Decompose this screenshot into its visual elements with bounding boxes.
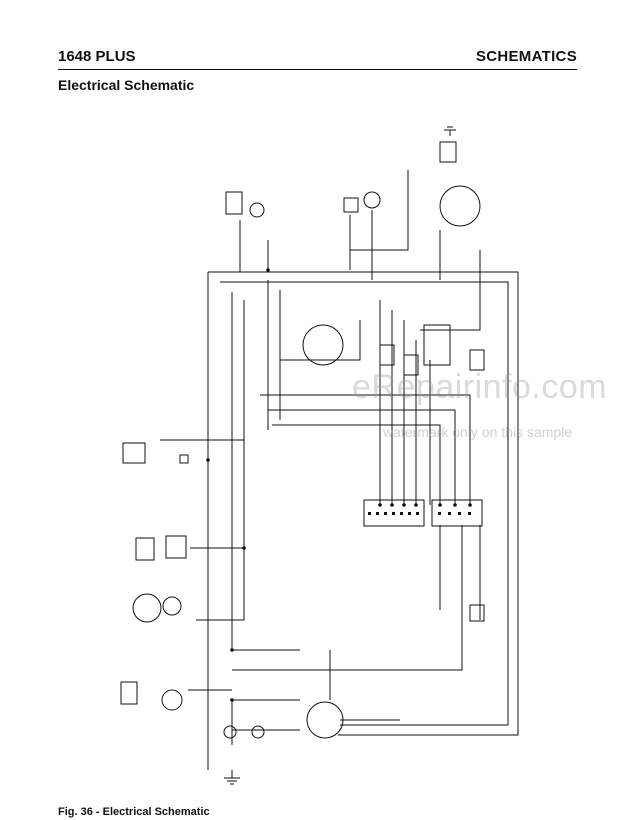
wire-inner-loop: [220, 281, 509, 726]
wire-relay-feed: [420, 250, 481, 331]
ignition-switch: [122, 442, 146, 464]
wire-left-branch: [231, 292, 300, 651]
battery: [439, 141, 457, 163]
ignition-fuse: [179, 454, 189, 464]
relay-mid: [403, 354, 419, 376]
warning-switch: [120, 681, 138, 705]
watermark-brand: eRepairinfo.com: [352, 368, 608, 406]
pto-switch: [165, 535, 187, 559]
lamp-left: [223, 725, 237, 739]
neutral-switch: [469, 604, 485, 622]
warning-lamp: [161, 689, 183, 711]
starter-motor: [439, 185, 481, 227]
light-connector: [249, 202, 265, 218]
fuel-gauge: [132, 593, 162, 623]
wire-relay-bus-2: [268, 409, 456, 505]
figure-caption: Fig. 36 - Electrical Schematic: [58, 806, 210, 818]
wire-outer-right: [208, 271, 519, 736]
fuse-block-top: [225, 191, 243, 215]
battery-ground-symbol: [444, 126, 456, 136]
watermark-note: watermark only on this sample: [383, 424, 573, 440]
relay-right: [469, 349, 485, 371]
page-subtitle: Electrical Schematic: [58, 77, 195, 93]
manual-model-header: 1648 PLUS: [58, 48, 136, 65]
ground-symbol: [224, 770, 240, 785]
lamp-right: [251, 725, 265, 739]
manual-section-header: SCHEMATICS: [475, 48, 577, 65]
relay-left: [379, 344, 395, 366]
header-rule: [58, 69, 577, 70]
wire-alternator: [280, 320, 361, 361]
wire-battery: [350, 170, 409, 251]
wire-relay-bus: [260, 394, 471, 505]
alternator: [302, 324, 344, 366]
wire-hour-meter: [196, 300, 245, 621]
oil-pressure-switch: [363, 191, 381, 209]
connector-block-left: [363, 499, 425, 527]
fuel-sender: [162, 596, 182, 616]
ignition-module: [306, 701, 344, 739]
connector-block-right: [431, 499, 483, 527]
relay-box: [423, 324, 451, 366]
safety-switch: [343, 197, 359, 213]
wire-bottom-bus: [232, 525, 463, 671]
hour-meter: [135, 537, 155, 561]
wire-relay-bus-3: [272, 424, 441, 505]
